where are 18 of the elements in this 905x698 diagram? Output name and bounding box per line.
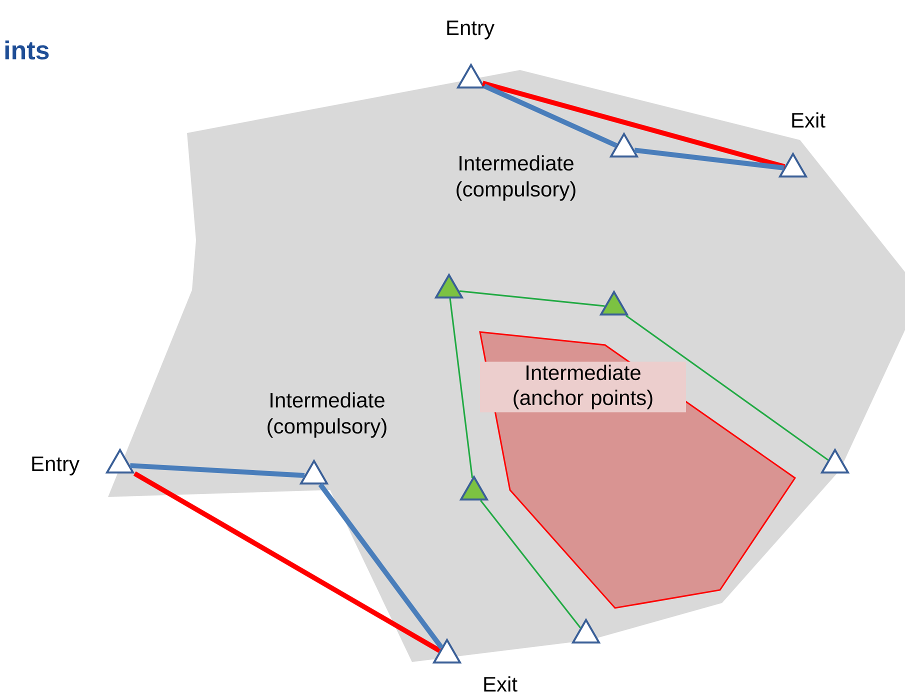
route-line [634, 148, 784, 170]
region-polygon: Intermediate (anchor points) [479, 331, 796, 609]
route-line [480, 500, 581, 628]
route-line [449, 298, 474, 478]
waypoint-label: Intermediate (compulsory) [456, 155, 576, 201]
route-line [482, 80, 786, 170]
waypoint-label: Exit [484, 676, 518, 692]
route-line [459, 290, 605, 307]
route-line [625, 314, 829, 461]
waypoint-label: Entry [447, 20, 494, 40]
title: ints [5, 40, 49, 60]
route-line [130, 463, 305, 478]
route-line [133, 471, 441, 653]
route-line [483, 84, 618, 148]
waypoint-label: Intermediate (compulsory) [268, 392, 386, 438]
route-line [318, 483, 444, 650]
waypoint-label: Entry [32, 456, 80, 476]
waypoint-label: Exit [792, 112, 826, 128]
